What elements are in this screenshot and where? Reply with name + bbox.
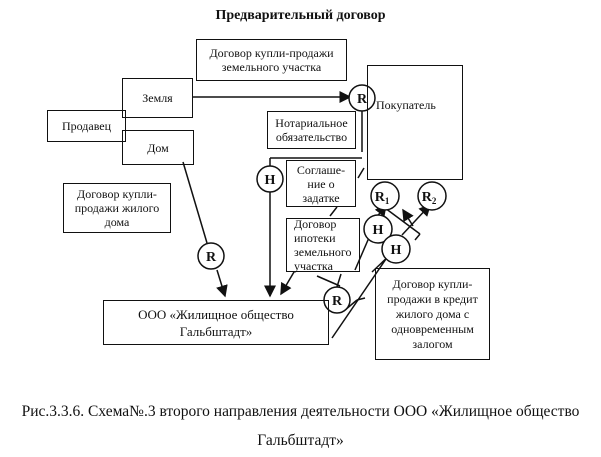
box-house-contract: Договор купли-продажи жилого дома: [63, 183, 171, 233]
box-company: ООО «Жилищное общество Гальбштадт»: [103, 300, 329, 345]
line-r-bottom-hook2: [356, 297, 366, 301]
node-r-bottom-label: R: [332, 294, 343, 309]
box-mortgage-land: Договор ипотеки земельного участка: [286, 217, 360, 273]
box-land-contract: Договор купли-продажи земельного участка: [196, 39, 347, 81]
box-deposit: Соглаше-ние о задатке: [286, 160, 356, 207]
node-h-mid-label: H: [373, 223, 384, 238]
box-notarial: Нотариальное обязательство: [267, 111, 356, 149]
diagram-title: Предварительный договор: [215, 8, 386, 23]
line-credit-to-company: [331, 255, 389, 339]
box-buyer: Покупатель: [367, 65, 463, 180]
line-house-to-r: [182, 161, 208, 244]
node-r-top-label: R: [357, 92, 368, 107]
node-r2: [417, 181, 447, 211]
arrow-mortgage-to-company: [280, 271, 295, 296]
node-r1-label: R1: [375, 190, 390, 206]
node-h-mid: [363, 214, 393, 244]
node-r-top: [348, 84, 376, 112]
node-r-house-label: R: [206, 250, 217, 265]
node-h-right: [381, 234, 411, 264]
arrow-r-to-company: [216, 269, 228, 298]
node-h-left: [256, 165, 284, 193]
line-mortgage-to-r: [316, 275, 341, 287]
line-r1-hook: [414, 233, 421, 241]
node-r-house: [197, 242, 225, 270]
node-r1: [370, 181, 400, 211]
figure-caption-line1: Рис.3.3.6. Схема№.3 второго направления …: [21, 403, 580, 420]
box-seller: Продавец: [47, 110, 126, 142]
box-land: Земля: [122, 78, 193, 118]
node-h-left-label: H: [265, 173, 276, 188]
arrow-extra-up: [402, 208, 414, 227]
box-house: Дом: [122, 130, 194, 165]
node-h-right-label: H: [391, 243, 402, 258]
box-credit-contract: Договор купли-продажи в кредит жилого до…: [375, 268, 490, 360]
line-deposit-to-buyer: [357, 167, 365, 179]
node-r2-label: R2: [422, 190, 437, 206]
line-deposit-down: [329, 206, 338, 217]
figure-caption-line2: Гальбштадт»: [257, 432, 344, 449]
arrow-h-right-to-r2: [401, 203, 432, 236]
